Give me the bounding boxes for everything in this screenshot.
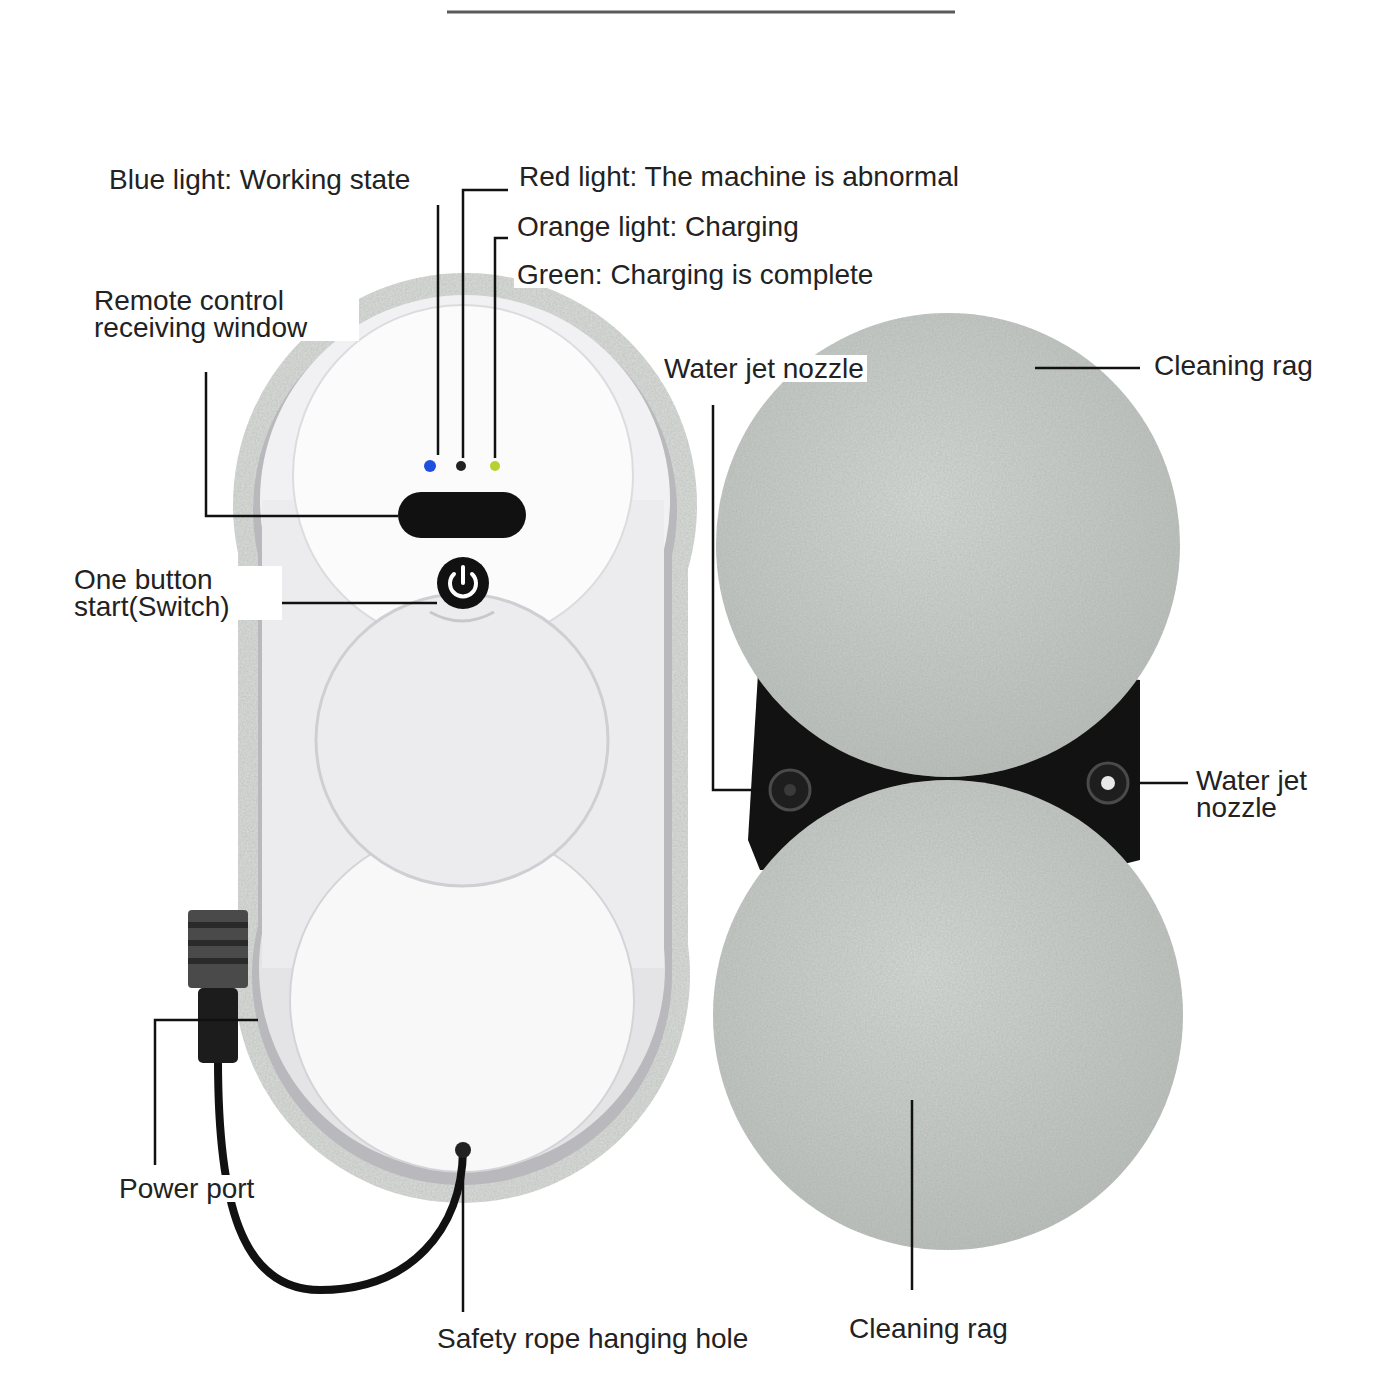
indicator-lights: [490, 461, 500, 471]
robot-housing: [259, 295, 670, 1172]
power-button: [437, 557, 489, 609]
indicator-lights: [456, 461, 466, 471]
water-nozzle: [1088, 763, 1128, 803]
callout-label: One button start(Switch): [71, 566, 282, 620]
power-cable: [188, 910, 248, 988]
power-button: [461, 567, 465, 583]
remote-window: [398, 492, 526, 538]
leader-line: [911, 1100, 914, 1290]
callout-label: Cleaning rag: [1151, 352, 1316, 379]
leader-line: [206, 372, 398, 516]
robot-housing-shadow: [252, 298, 677, 1185]
leader-line: [155, 1020, 258, 1165]
indicator-lights: [424, 460, 500, 472]
water-nozzle: [1101, 776, 1115, 790]
power-cable: [188, 922, 248, 928]
cleaning-pad: [713, 313, 1183, 1250]
power-button: [437, 557, 489, 609]
callout-label: Remote control receiving window: [91, 287, 359, 341]
remote-window: [398, 492, 526, 538]
callout-label: Power port: [116, 1175, 257, 1202]
robot-housing: [430, 612, 494, 621]
leader-line: [462, 1158, 465, 1312]
leader-line: [495, 238, 508, 458]
water-nozzle: [770, 763, 1128, 810]
callout-label: Water jet nozzle: [1193, 767, 1359, 821]
water-nozzle: [770, 770, 810, 810]
cleaning-pad: [716, 313, 1180, 777]
callout-label: Water jet nozzle: [661, 355, 867, 382]
callout-label: Safety rope hanging hole: [434, 1325, 751, 1352]
mop-fringe: [233, 273, 697, 1203]
power-cable: [455, 1142, 471, 1158]
top-rule: [447, 12, 955, 13]
water-nozzle: [784, 784, 796, 796]
leader-line: [713, 405, 768, 790]
robot-housing: [316, 594, 608, 886]
callout-label: Green: Charging is complete: [514, 261, 876, 288]
top-rule: [447, 11, 955, 14]
power-cable: [188, 958, 248, 964]
leader-line: [1035, 367, 1140, 370]
power-cable: [198, 988, 238, 1063]
callout-label: Cleaning rag: [846, 1315, 1011, 1342]
callout-label: Red light: The machine is abnormal: [516, 163, 962, 190]
power-cable: [188, 940, 248, 946]
leader-line: [463, 190, 508, 458]
cleaning-pad: [713, 780, 1183, 1250]
leader-line: [155, 190, 1188, 1312]
leader-line: [437, 205, 440, 455]
indicator-lights: [424, 460, 436, 472]
callout-label: Blue light: Working state: [106, 166, 413, 193]
callout-label: Orange light: Charging: [514, 213, 802, 240]
power-cable: [188, 910, 471, 1290]
leader-line: [1130, 782, 1188, 785]
